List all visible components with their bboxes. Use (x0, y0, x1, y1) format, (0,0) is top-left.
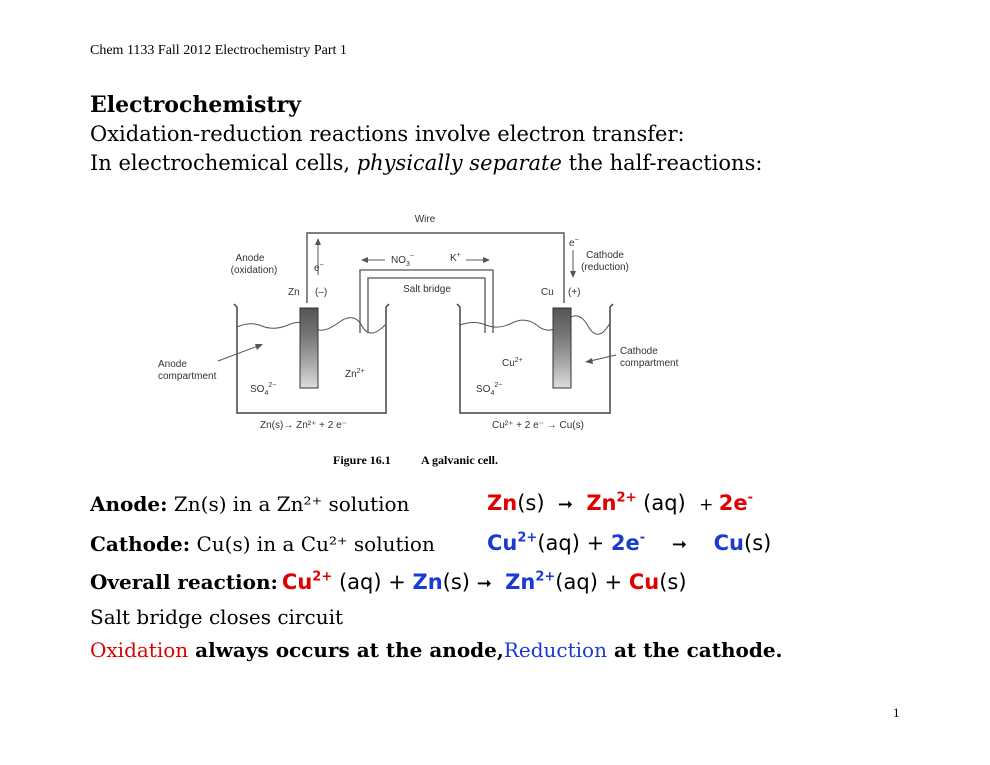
overall-eq-aq1: (aq) + (332, 570, 413, 594)
anode-eq-s: (s) (517, 491, 545, 515)
overall-eq-s2: (s) (659, 570, 687, 594)
zinc-electrode (299, 307, 319, 389)
anode-line-label: Anode: (90, 492, 168, 516)
anode-equation: Zn(s) ➞ Zn2+ (aq) + 2e- (487, 491, 753, 515)
anode-eq-electrons: 2e- (718, 490, 754, 515)
arrowhead-right-icon (483, 257, 490, 263)
arrowhead-down-icon (570, 271, 576, 278)
cathode-sublabel: (reduction) (581, 262, 629, 273)
zinc-ion-label: Zn2+ (345, 368, 365, 380)
nitrate-ion-label: NO3− (391, 253, 414, 268)
overall-eq-zn2: Zn2+ (505, 569, 556, 594)
arrowhead-icon (255, 344, 263, 350)
cathode-label: Cathode (586, 250, 624, 261)
figure-caption-text: A galvanic cell. (421, 453, 498, 467)
anode-line-desc: Zn(s) in a Zn²⁺ solution (167, 492, 410, 516)
cathode-line-desc: Cu(s) in a Cu²⁺ solution (190, 532, 435, 556)
overall-eq-zn: Zn (412, 570, 443, 594)
cathode-equation: Cu2+(aq) + 2e- ➞ Cu(s) (487, 531, 771, 555)
anode-sublabel: (oxidation) (231, 265, 278, 276)
cathode-compartment-label-1: Cathode (620, 346, 658, 357)
wire-label: Wire (415, 214, 436, 225)
comma: , (496, 638, 504, 662)
reaction-arrow-icon: ➞ (557, 494, 573, 515)
overall-reaction-line: Overall reaction: Cu2+ (aq) + Zn(s) ➞ Zn… (90, 570, 687, 594)
electron-label-right: e− (569, 237, 579, 249)
cathode-eq-cu-solid: Cu (713, 531, 745, 555)
anode-line: Anode: Zn(s) in a Zn²⁺ solution (90, 492, 409, 516)
copper-electrode (552, 307, 572, 389)
anode-compartment-arrow (217, 345, 259, 362)
sulfate-ion-right-label: SO42− (476, 382, 502, 397)
cathode-eq-aq: (aq) + (537, 531, 611, 555)
header-text: Chem 1133 Fall 2012 Electrochemistry Par… (90, 43, 347, 58)
intro-line-2-emphasis: physically separate (356, 151, 562, 175)
copper-ion-label: Cu2+ (502, 357, 523, 369)
salt-bridge-line: Salt bridge closes circuit (90, 605, 344, 629)
cathode-eq-s: (s) (744, 531, 772, 555)
anode-eq-zn: Zn (487, 491, 518, 515)
final-period: . (775, 638, 783, 662)
sulfate-ion-left-label: SO42− (250, 382, 276, 397)
anode-compartment-label-1: Anode (158, 359, 187, 370)
cathode-eq-electrons: 2e- (610, 530, 646, 555)
overall-equation: Cu2+ (aq) + Zn(s) ➞ Zn2+(aq) + Cu(s) (282, 570, 687, 594)
figure-caption-number: Figure 16.1 (333, 453, 391, 467)
oxidation-word: Oxidation (90, 638, 189, 662)
anode-eq-plus: + (699, 495, 719, 515)
overall-eq-s: (s) (442, 570, 477, 594)
cathode-eq-cu: Cu2+ (487, 530, 538, 555)
wire (306, 232, 565, 303)
overall-eq-cu-solid: Cu (628, 570, 660, 594)
arrowhead-left-icon (361, 257, 368, 263)
intro-line-2: In electrochemical cells, physically sep… (90, 151, 762, 175)
arrowhead-icon (585, 358, 593, 364)
reduction-word: Reduction (503, 638, 607, 662)
potassium-ion-label: K+ (450, 252, 461, 264)
cathode-line: Cathode: Cu(s) in a Cu²⁺ solution (90, 532, 435, 556)
salt-bridge-label: Salt bridge (403, 284, 451, 295)
overall-eq-cu: Cu2+ (281, 569, 333, 594)
reaction-arrow-icon: ➞ (476, 573, 492, 594)
overall-reaction-label: Overall reaction: (90, 570, 278, 594)
cathode-half-reaction: Cu²⁺ + 2 e⁻ → Cu(s) (492, 420, 584, 431)
zinc-sign-label: (–) (315, 287, 327, 298)
anode-eq-aq: (aq) (636, 491, 686, 515)
anode-eq-zn2: Zn2+ (586, 490, 637, 515)
electron-label-left: e− (314, 262, 324, 274)
copper-sign-label: (+) (568, 287, 581, 298)
zinc-electrode-label: Zn (288, 287, 300, 298)
anode-beaker (233, 303, 390, 414)
page-title: Electrochemistry (90, 92, 301, 118)
reduction-rest: at the cathode (606, 638, 776, 662)
galvanic-cell-figure: Wire e− e− Anode (oxidation) Cathode (re… (158, 214, 679, 467)
cathode-compartment-label-2: compartment (620, 358, 679, 369)
oxidation-rest: always occurs at the anode (188, 638, 497, 662)
cathode-solution-surface (459, 315, 611, 335)
page-number: 1 (893, 705, 900, 720)
cathode-beaker (456, 303, 614, 414)
arrowhead-up-icon (315, 238, 321, 245)
intro-line-2-a: In electrochemical cells, (90, 151, 357, 175)
redox-summary-line: Oxidation always occurs at the anode,Red… (90, 638, 783, 662)
overall-eq-aq2: (aq) + (555, 570, 629, 594)
intro-line-1: Oxidation-reduction reactions involve el… (90, 122, 685, 146)
cathode-line-label: Cathode: (90, 532, 191, 556)
anode-compartment-label-2: compartment (158, 371, 217, 382)
intro-line-2-b: the half-reactions: (561, 151, 763, 175)
reaction-arrow-icon: ➞ (671, 534, 687, 555)
copper-electrode-label: Cu (541, 287, 554, 298)
cathode-compartment-arrow (589, 354, 617, 362)
anode-half-reaction: Zn(s)→ Zn²⁺ + 2 e⁻ (260, 420, 347, 431)
anode-label: Anode (236, 253, 265, 264)
salt-bridge-tube (359, 269, 494, 333)
